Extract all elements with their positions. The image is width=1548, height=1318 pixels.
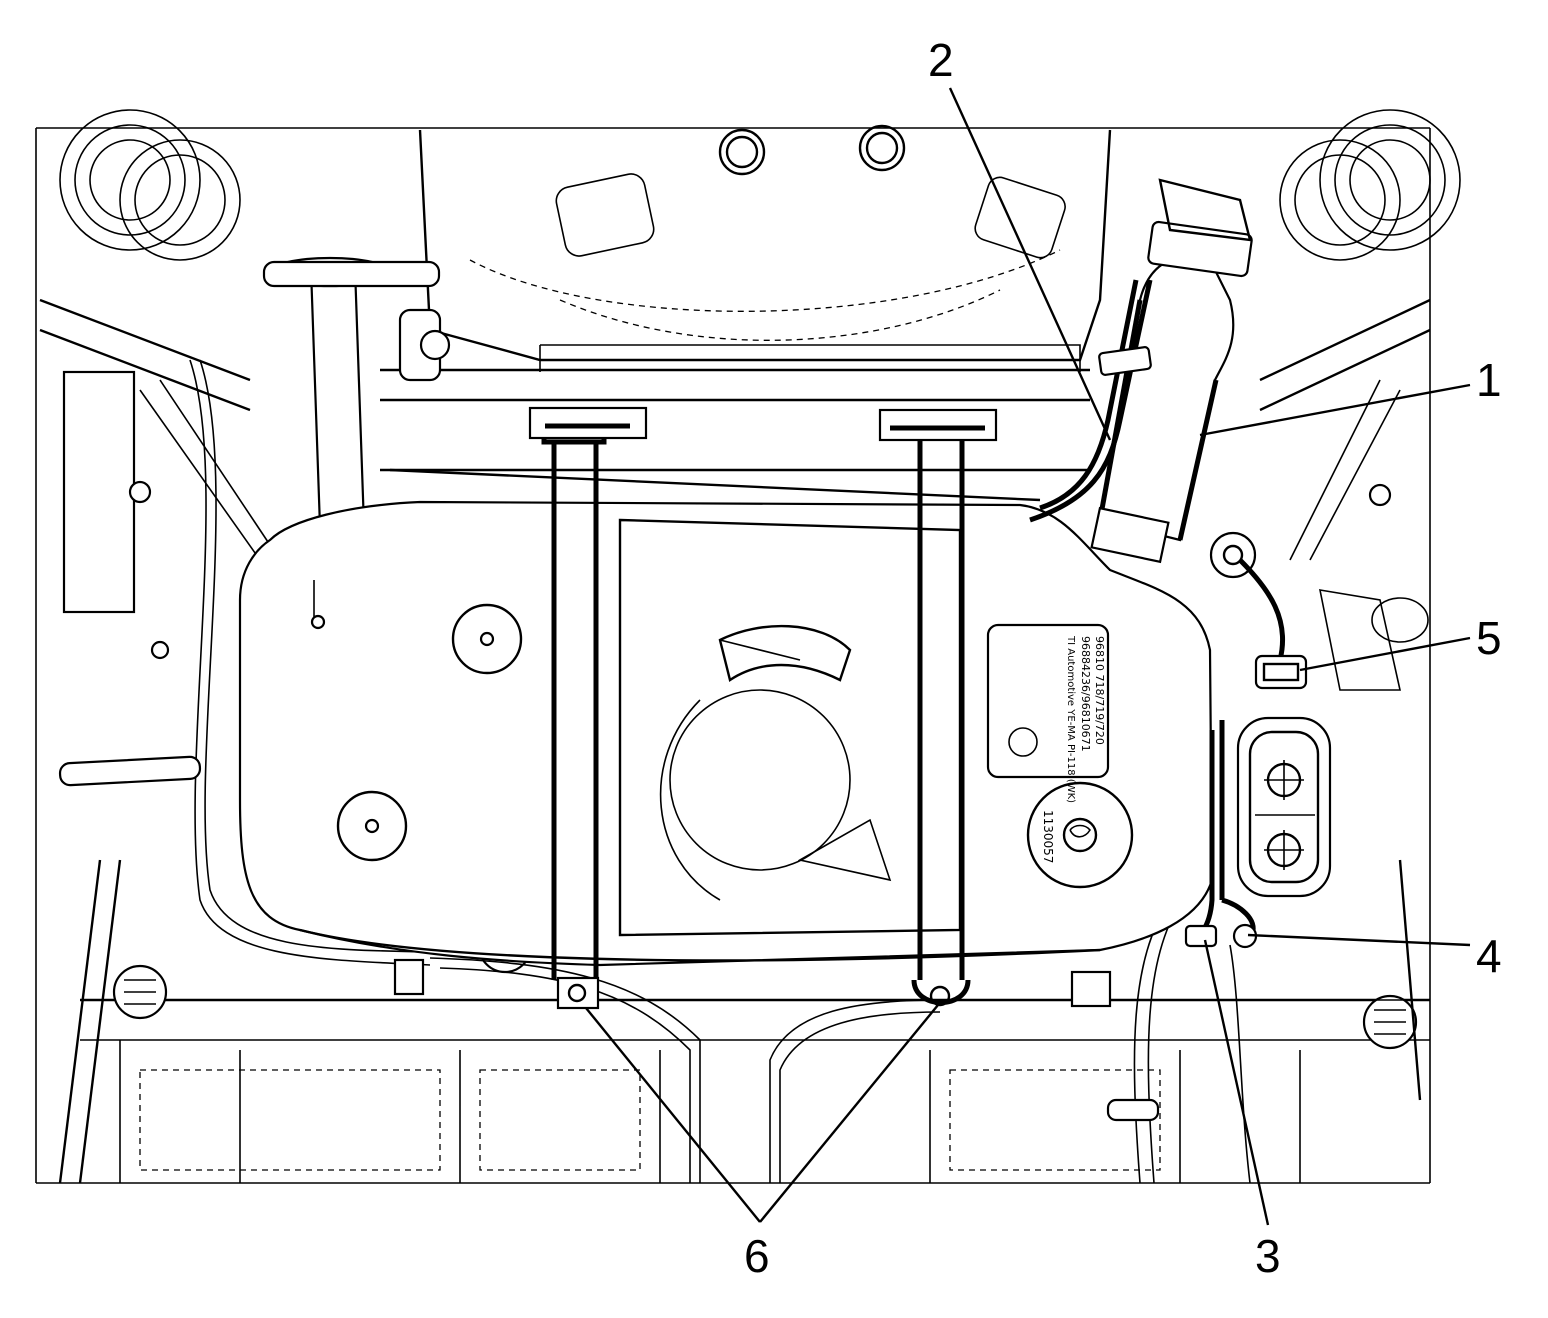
callout-5: 5 xyxy=(1476,612,1502,664)
electrical-connector xyxy=(1238,558,1308,690)
leader-lines xyxy=(585,87,1471,1226)
access-panel xyxy=(1236,716,1332,898)
tank-label-line3: TI Automotive YE-MA PI-118 (WK) xyxy=(1065,635,1076,803)
fuel-tank: 96810 718/719/720 96884236/96810671 TI A… xyxy=(238,500,1257,967)
callout-4: 4 xyxy=(1476,930,1502,982)
callout-1: 1 xyxy=(1476,354,1502,406)
callout-6: 6 xyxy=(744,1230,770,1282)
callout-labels: 2 1 5 4 3 6 xyxy=(744,34,1502,1282)
tank-label-line2: 96884236/96810671 xyxy=(1079,636,1092,752)
fuel-tank-straps xyxy=(528,406,998,1010)
fuel-vent-hose xyxy=(1029,279,1153,523)
callout-2: 2 xyxy=(928,34,954,86)
tank-label-line1: 96810 718/719/720 xyxy=(1093,636,1106,745)
brake-and-fuel-lines xyxy=(58,359,1430,1184)
fuel-line-and-clip xyxy=(1184,720,1258,949)
fuel-filler-neck xyxy=(1090,178,1253,564)
tank-code-label: 1130057 xyxy=(1041,810,1055,863)
callout-3: 3 xyxy=(1255,1230,1281,1282)
